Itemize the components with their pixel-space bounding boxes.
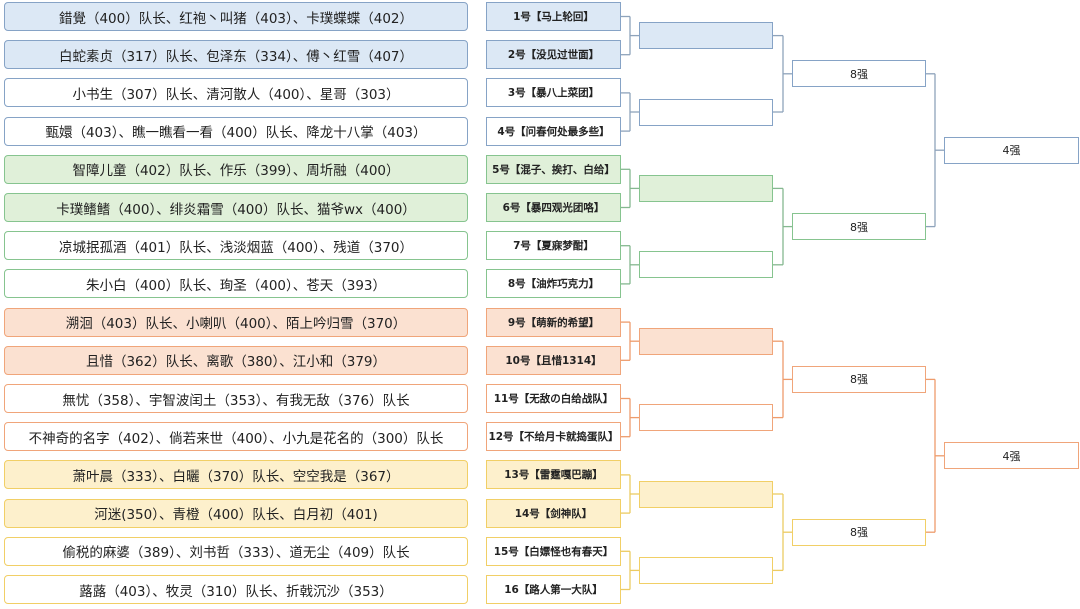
team-name-box: 4号【问春何处最多些】 [486, 116, 621, 146]
team-name-box: 6号【暴四观光团咯】 [486, 193, 621, 222]
round16-winner-slot [639, 480, 773, 508]
team-name-box: 15号【白嫖怪也有春天】 [486, 536, 621, 566]
team-name-box: 9号【萌新的希望】 [486, 307, 621, 337]
team-members-row: 凉城抿孤酒（401）队长、浅淡烟蓝（400）、残道（370） [4, 231, 468, 261]
team-members-row: 萧叶晨（333）、白曬（370）队长、空空我是（367） [4, 460, 468, 490]
team-members-row: 無忧（358）、宇智波闰土（353）、有我无敌（376）队长 [4, 384, 468, 413]
team-members-row: 且惜（362）队长、离歌（380）、江小和（379） [4, 345, 468, 375]
team-name-box: 11号【无敌の白给战队】 [486, 384, 621, 413]
team-name-box: 7号【夏寐梦酣】 [486, 231, 621, 261]
team-members-row: 溯洄（403）队长、小喇叭（400）、陌上吟归雪（370） [4, 307, 468, 337]
team-members-row: 小书生（307）队长、清河散人（400）、星哥（303） [4, 78, 468, 108]
team-name-box: 14号【剑神队】 [486, 498, 621, 528]
team-members-row: 蕗蕗（403）、牧灵（310）队长、折戟沉沙（353） [4, 575, 468, 604]
team-members-row: 錯覺（400）队长、红袍丶叫猪（403）、卡璞蝶蝶（402） [4, 2, 468, 31]
team-name-box: 13号【雷霆嘎巴蹦】 [486, 460, 621, 490]
quarterfinal-slot: 8强 [792, 213, 926, 241]
team-members-row: 白蛇素贞（317）队长、包泽东（334）、傅丶红雪（407） [4, 40, 468, 70]
team-members-row: 卡璞鳍鳍（400）、绯炎霜雪（400）队长、猫爷wx（400） [4, 193, 468, 222]
quarterfinal-slot: 8强 [792, 518, 926, 546]
team-members-row: 不神奇的名字（402）、倘若来世（400）、小九是花名的（300）队长 [4, 422, 468, 452]
round16-winner-slot [639, 22, 773, 50]
team-members-row: 偷税的麻婆（389）、刘书哲（333）、道无尘（409）队长 [4, 536, 468, 566]
round16-winner-slot [639, 327, 773, 355]
team-members-row: 河迷(350）、青橙（400）队长、白月初（401) [4, 498, 468, 528]
round16-winner-slot [639, 404, 773, 432]
round16-winner-slot [639, 251, 773, 279]
team-name-box: 3号【暴八上菜团】 [486, 78, 621, 108]
team-members-row: 甄嬛（403）、瞧一瞧看一看（400）队长、降龙十八掌（403） [4, 116, 468, 146]
team-members-row: 朱小白（400）队长、珣圣（400）、苍天（393） [4, 269, 468, 299]
semifinal-slot: 4强 [944, 136, 1079, 164]
round16-winner-slot [639, 98, 773, 126]
team-members-row: 智障儿童（402）队长、作乐（399）、周圻融（400） [4, 154, 468, 184]
quarterfinal-slot: 8强 [792, 60, 926, 88]
semifinal-slot: 4强 [944, 442, 1079, 470]
round16-winner-slot [639, 556, 773, 584]
team-name-box: 12号【不给月卡就捣蛋队】 [486, 422, 621, 452]
team-name-box: 2号【没见过世面】 [486, 40, 621, 70]
team-name-box: 16【路人第一大队】 [486, 575, 621, 604]
round16-winner-slot [639, 174, 773, 202]
team-name-box: 1号【马上轮回】 [486, 2, 621, 31]
team-name-box: 5号【混子、挨打、白给】 [486, 154, 621, 184]
quarterfinal-slot: 8强 [792, 365, 926, 393]
team-name-box: 8号【油炸巧克力】 [486, 269, 621, 299]
team-name-box: 10号【且惜1314】 [486, 345, 621, 375]
